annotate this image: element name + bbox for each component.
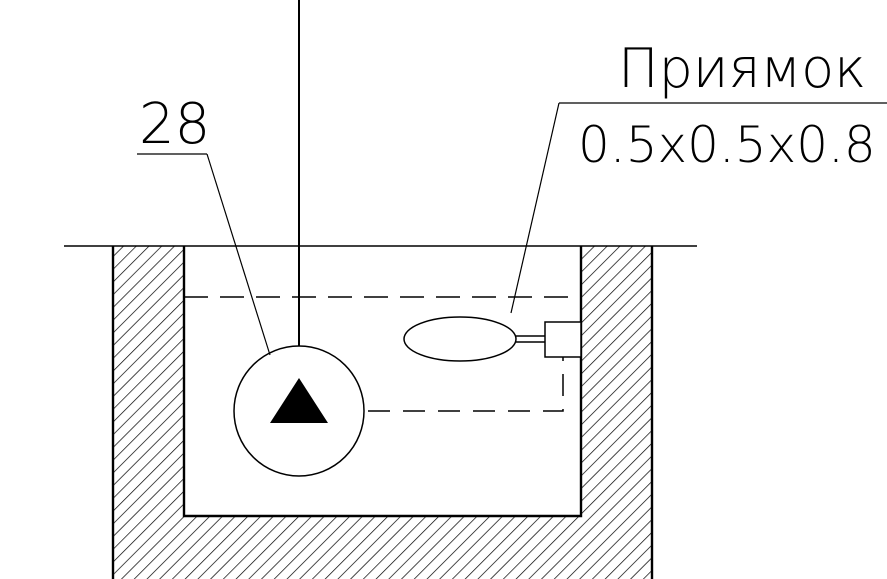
pit-walls xyxy=(111,246,654,579)
pit-dimensions-label: 0.5x0.5x0.8 xyxy=(578,116,876,174)
pit-name-label: Приямок xyxy=(618,37,866,100)
float-body xyxy=(403,316,517,362)
leader-pit-pointer xyxy=(510,102,560,314)
bottom-slab-hatch xyxy=(184,516,581,579)
right-wall-hatch xyxy=(581,246,652,579)
control-line xyxy=(368,357,564,412)
leader-28-pointer xyxy=(206,153,271,356)
left-wall-hatch xyxy=(113,246,184,579)
float-mount-block xyxy=(544,321,582,358)
pit-inner-outline xyxy=(182,246,583,518)
leader-pump-number: 28 xyxy=(137,92,271,356)
pump-number-label: 28 xyxy=(139,92,210,157)
pump-symbol xyxy=(233,345,365,477)
leader-pit-label: Приямок 0.5x0.5x0.8 xyxy=(510,37,887,314)
float-switch-icon xyxy=(403,316,582,362)
pump-triangle-icon xyxy=(270,378,328,423)
